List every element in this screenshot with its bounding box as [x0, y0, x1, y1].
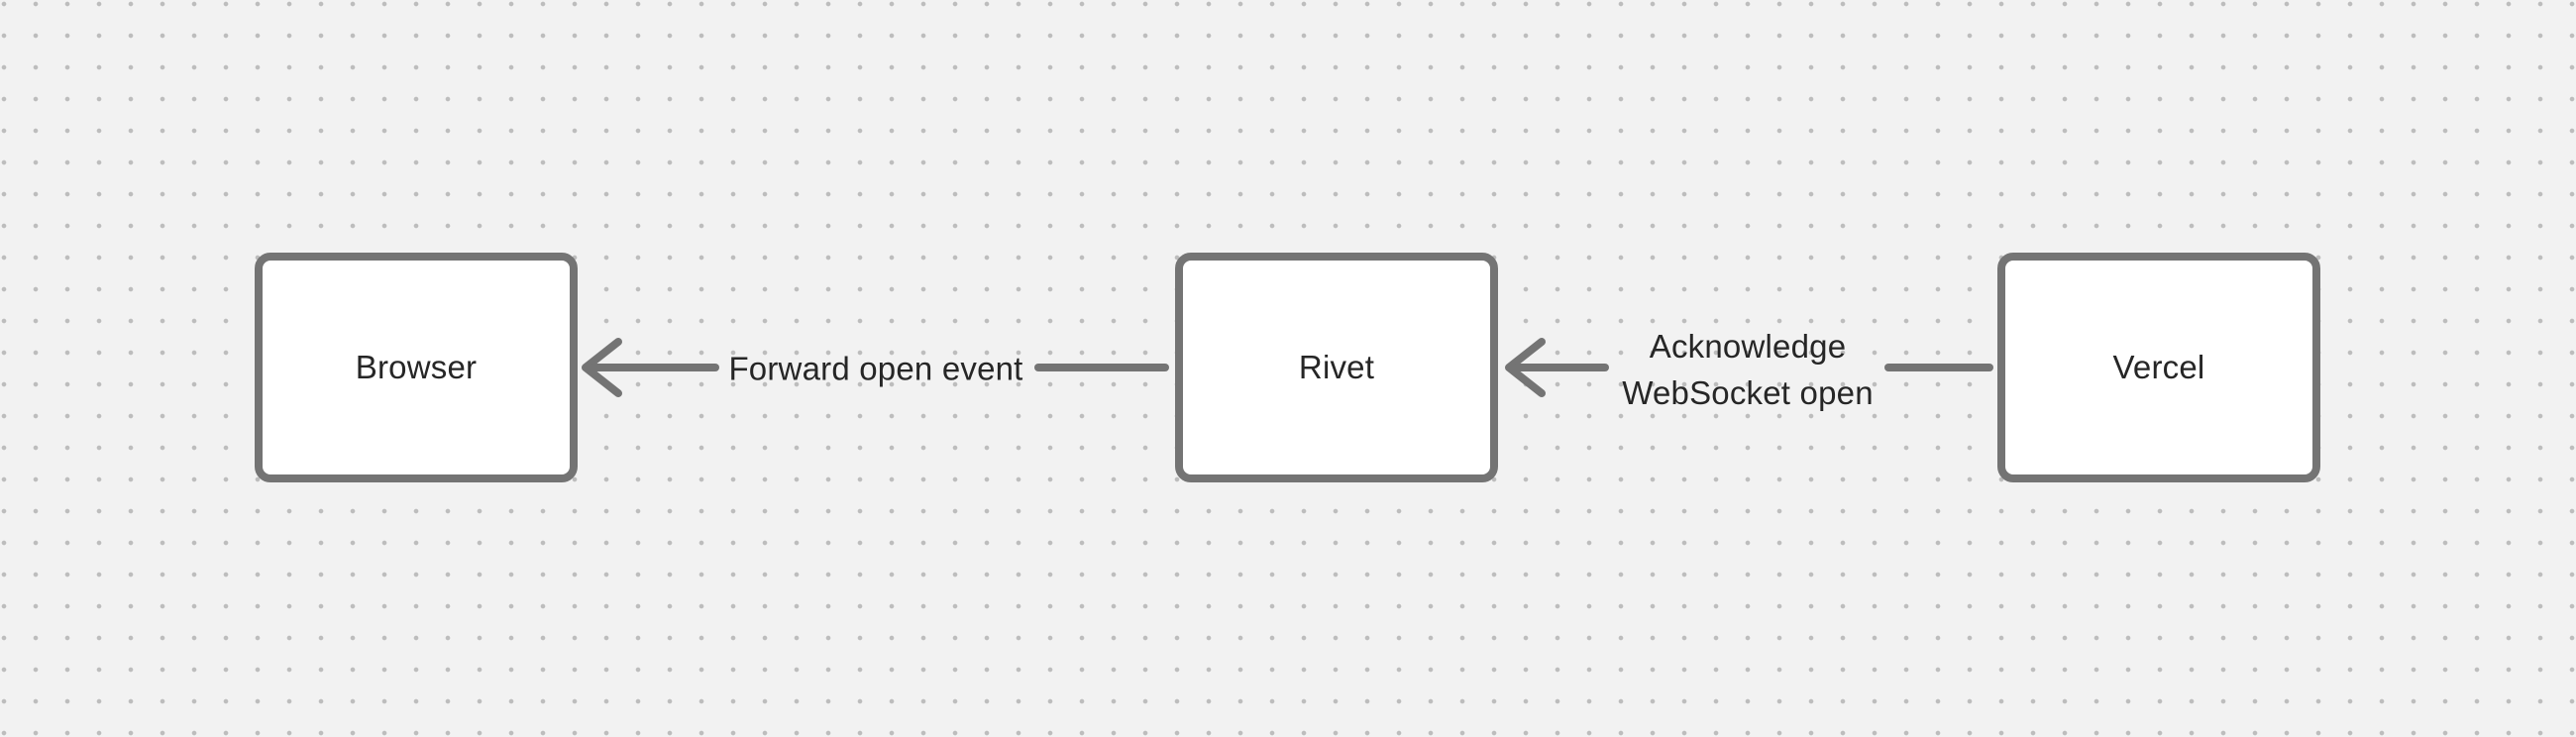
edge-label-acknowledge-websocket-open[interactable]: Acknowledge WebSocket open — [1622, 323, 1874, 416]
node-browser-label: Browser — [355, 349, 478, 385]
edge-label-line: WebSocket open — [1622, 374, 1874, 411]
edge-label-forward-open-event[interactable]: Forward open event — [728, 346, 1022, 392]
node-rivet-label: Rivet — [1298, 349, 1375, 385]
edge-forward-open-event-arrowhead-icon[interactable] — [582, 338, 622, 397]
node-vercel[interactable]: Vercel — [1997, 253, 2320, 482]
node-vercel-label: Vercel — [2112, 349, 2205, 385]
edge-label-line: Acknowledge — [1649, 328, 1847, 365]
node-rivet[interactable]: Rivet — [1175, 253, 1498, 482]
edge-acknowledge-websocket-open-arrowhead-icon[interactable] — [1505, 338, 1546, 397]
node-browser[interactable]: Browser — [255, 253, 578, 482]
edge-label-line: Forward open event — [728, 350, 1023, 387]
